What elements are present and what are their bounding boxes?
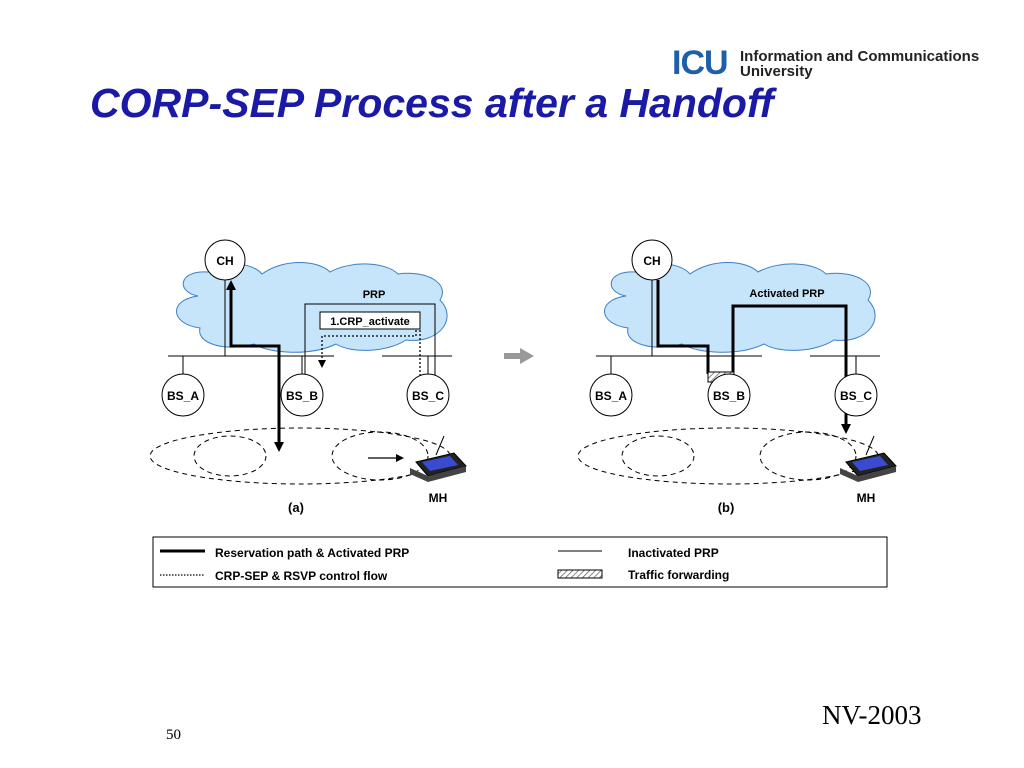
- reservation-path-a: [229, 284, 281, 448]
- bs-b-node-b: [707, 373, 751, 417]
- bs-a-label-a: BS_A: [167, 389, 199, 403]
- legend: Reservation path & Activated PRP CRP-SEP…: [152, 536, 888, 588]
- slide-title: CORP-SEP Process after a Handoff: [90, 80, 774, 126]
- legend-box: [152, 536, 888, 588]
- coverage-area-b-right: [759, 431, 857, 481]
- coverage-area-b-outer: [577, 427, 879, 485]
- caption-a: (a): [288, 500, 304, 515]
- transition-arrow-icon: [504, 348, 534, 364]
- legend-hatch-swatch: [557, 569, 603, 579]
- icu-logo: ICU Information and Communications Unive…: [672, 44, 992, 84]
- bs-c-label-b: BS_C: [840, 389, 872, 403]
- diagram-b: Activated PRP CH BS_A BS_B BS_C MH (b): [577, 239, 897, 515]
- bs-a-node-a: [161, 373, 205, 417]
- mh-label-b: MH: [857, 491, 876, 505]
- reservation-path-b: [656, 280, 710, 374]
- control-flow-a: [318, 330, 417, 368]
- footer-event-label: NV-2003: [822, 700, 922, 730]
- logo-text-line2: University: [740, 63, 813, 80]
- bs-a-node-b: [589, 373, 633, 417]
- legend-forwarding-label: Traffic forwarding: [628, 568, 729, 582]
- icu-logo-mark: ICU: [672, 44, 729, 82]
- logo-text-line1: Information and Communications: [740, 48, 980, 65]
- ch-node-b: [631, 239, 673, 281]
- caption-b: (b): [718, 500, 735, 515]
- inactivated-prp-path-a: [304, 303, 436, 380]
- bs-a-label-b: BS_A: [595, 389, 627, 403]
- coverage-area-a-right: [331, 431, 429, 481]
- crp-activate-label: 1.CRP_activate: [330, 316, 410, 328]
- bs-c-node-b: [834, 373, 878, 417]
- ch-label-b: CH: [643, 254, 660, 268]
- coverage-area-a-outer: [149, 427, 451, 485]
- mh-label-a: MH: [429, 491, 448, 505]
- prp-label-a: PRP: [363, 289, 386, 301]
- activated-prp-label: Activated PRP: [749, 288, 824, 300]
- bs-c-node-a: [406, 373, 450, 417]
- ch-node-a: [204, 239, 246, 281]
- laptop-icon: [410, 435, 467, 482]
- page-number: 50: [166, 727, 181, 743]
- diagram-a: PRP CH 1.CRP_activate BS_A BS_B BS_C: [149, 239, 467, 515]
- legend-inactivated-label: Inactivated PRP: [628, 546, 719, 560]
- coverage-area-a-left: [193, 435, 267, 477]
- ch-label-a: CH: [216, 254, 233, 268]
- legend-control-label: CRP-SEP & RSVP control flow: [215, 569, 388, 583]
- bs-b-label-a: BS_B: [286, 389, 318, 403]
- bs-c-label-a: BS_C: [412, 389, 444, 403]
- bs-b-node-a: [280, 373, 324, 417]
- coverage-area-b-left: [621, 435, 695, 477]
- crp-activate-box: [319, 311, 421, 330]
- laptop-icon: [840, 435, 897, 482]
- legend-reservation-label: Reservation path & Activated PRP: [215, 546, 409, 560]
- bs-b-label-b: BS_B: [713, 389, 745, 403]
- activated-prp-path: [731, 304, 848, 428]
